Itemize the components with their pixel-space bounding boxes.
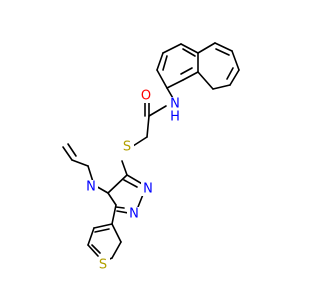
atom-amide-nitrogen: N bbox=[168, 97, 182, 112]
atom-oxygen-label: O bbox=[141, 89, 151, 104]
atom-thioether-sulfur: S bbox=[120, 140, 134, 155]
atom-triazole-nitrogen-3: N bbox=[141, 182, 155, 197]
atom-triazole-nitrogen-2-label: N bbox=[129, 207, 139, 222]
bond-lines bbox=[62, 42, 240, 263]
atom-triazole-nitrogen-2: N bbox=[127, 207, 141, 222]
atom-thiophene-sulfur-label: S bbox=[99, 258, 107, 273]
molecule-structure: O N H S N N N S bbox=[62, 42, 240, 273]
atom-labels: O N H S N N N S bbox=[84, 89, 182, 273]
atom-amide-nitrogen-label: N bbox=[170, 97, 180, 112]
atom-thiophene-sulfur: S bbox=[96, 258, 110, 273]
atom-triazole-nitrogen-3-label: N bbox=[143, 182, 153, 197]
atom-thioether-sulfur-label: S bbox=[123, 140, 131, 155]
atom-amide-hydrogen-label: H bbox=[170, 110, 180, 125]
atom-triazole-nitrogen-4: N bbox=[84, 180, 98, 195]
atom-amide-hydrogen: H bbox=[169, 110, 181, 125]
atom-oxygen: O bbox=[139, 89, 153, 104]
atom-triazole-nitrogen-4-label: N bbox=[86, 180, 96, 195]
molecule-diagram: O N H S N N N S bbox=[62, 42, 240, 273]
